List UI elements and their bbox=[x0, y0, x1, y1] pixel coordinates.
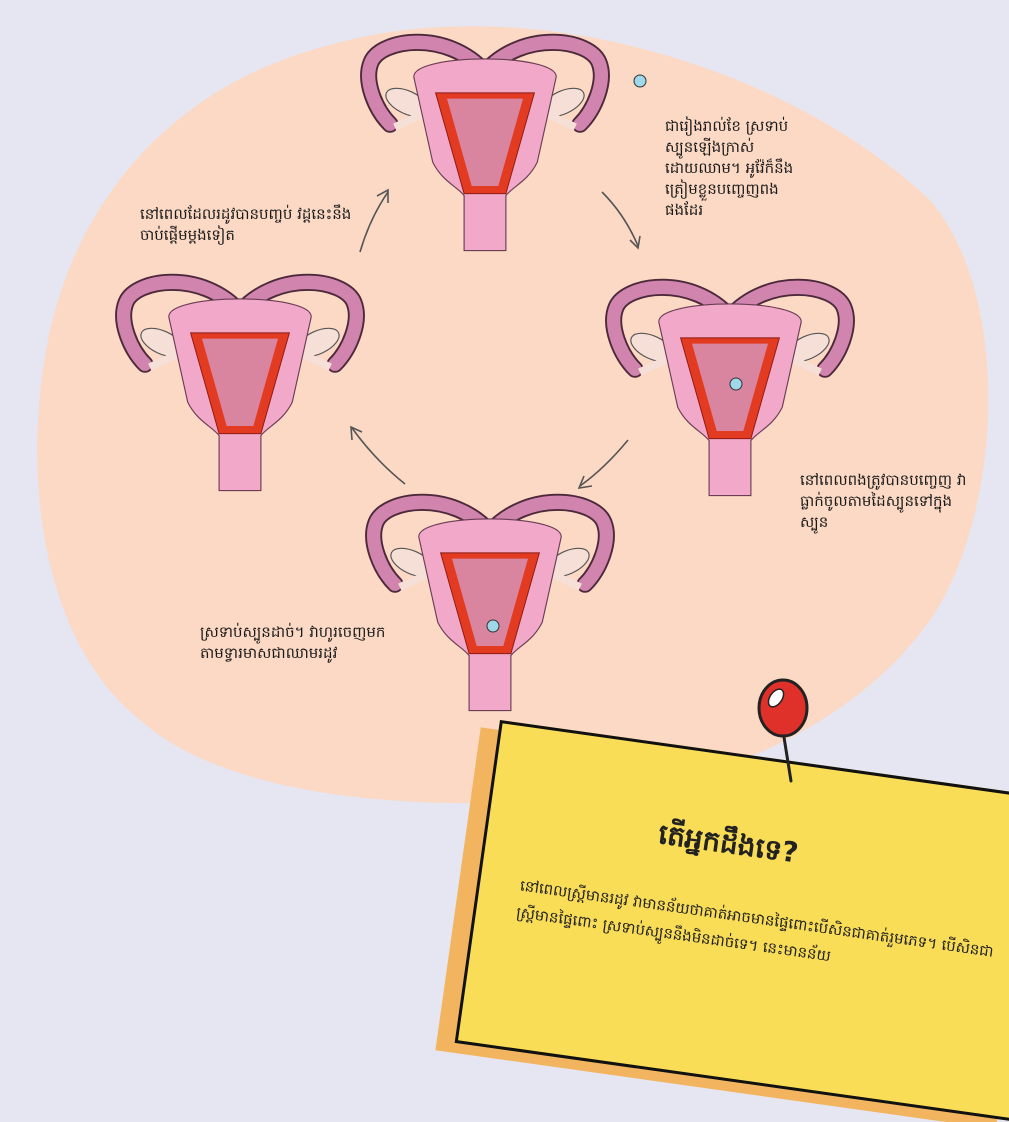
egg-icon bbox=[730, 378, 742, 390]
caption-cycle-restarts: នៅពេលដែលរដូវបានបញ្ចប់ វដ្តនេះនឹងចាប់ផ្ដើ… bbox=[140, 204, 365, 246]
did-you-know-note: តើអ្នកដឹងទេ? នៅពេលស្ត្រីមានរដូវ វាមានន័យ… bbox=[455, 720, 1009, 1122]
caption-lining-thickens: ជារៀងរាល់ខែ ស្រទាប់ស្បូនឡើងក្រាស់ដោយឈាម។… bbox=[665, 116, 815, 221]
egg-icon bbox=[634, 75, 646, 87]
egg-icon bbox=[487, 620, 499, 632]
caption-egg-released: នៅពេលពងត្រូវបានបញ្ចេញ វាធ្លាក់ចូលតាមដៃស្… bbox=[800, 470, 975, 533]
pushpin-icon bbox=[755, 676, 815, 786]
caption-lining-sheds: ស្រទាប់ស្បូនដាច់។ វាហូរចេញមកតាមទ្វារមាសជ… bbox=[200, 622, 400, 664]
note-title: តើអ្នកដឹងទេ? bbox=[655, 816, 800, 876]
note-body: នៅពេលស្ត្រីមានរដូវ វាមានន័យថាគាត់អាចមានផ… bbox=[514, 873, 997, 993]
